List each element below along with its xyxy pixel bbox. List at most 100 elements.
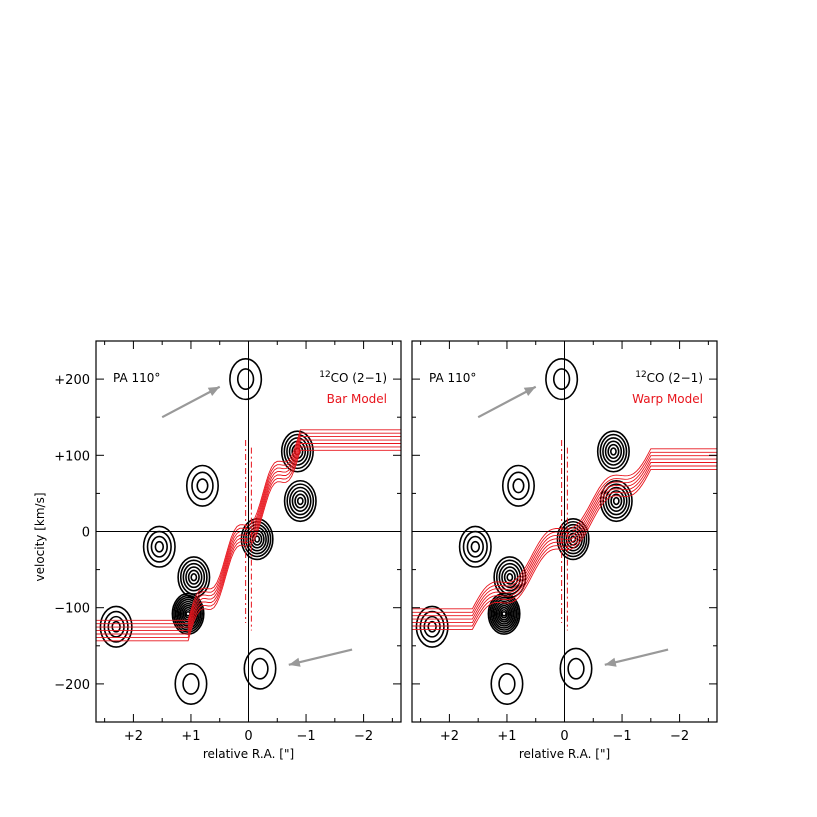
x-tick-label: −1	[296, 729, 315, 744]
contour-level	[610, 493, 623, 509]
contour-group	[243, 647, 277, 690]
y-tick-label: −100	[54, 602, 90, 617]
x-tick-label: −2	[670, 729, 689, 744]
contour-level	[545, 358, 579, 401]
y-tick-label: +200	[54, 373, 90, 388]
arrow-head	[288, 657, 301, 667]
arrow-head	[604, 657, 617, 667]
contour-level	[552, 368, 571, 391]
contour-level	[154, 540, 165, 553]
contour-level	[187, 569, 200, 585]
x-tick-label: −1	[612, 729, 631, 744]
contour-level	[236, 368, 255, 391]
contour-group	[174, 662, 208, 705]
contour-level	[599, 479, 633, 523]
contour-level	[605, 486, 628, 516]
contour-level	[602, 437, 625, 466]
contour-level	[185, 566, 203, 589]
contour-level	[498, 672, 516, 695]
x-tick-label: 0	[560, 729, 568, 744]
contour-level	[506, 573, 514, 582]
contour-group	[415, 605, 449, 648]
contour-group	[599, 479, 633, 523]
contour-level	[487, 592, 521, 635]
x-tick-label: +2	[440, 729, 459, 744]
contour-level	[466, 535, 484, 558]
contour-level	[490, 662, 524, 705]
contour-level	[503, 569, 516, 585]
contour-level	[150, 535, 168, 558]
contour-group	[283, 479, 317, 523]
contour-level	[612, 496, 620, 506]
contour-group	[490, 662, 524, 705]
contour-level	[251, 657, 269, 680]
y-axis-label: velocity [km/s]	[33, 492, 47, 581]
contour-level	[179, 559, 208, 595]
y-tick-label: +100	[54, 449, 90, 464]
contour-group	[559, 647, 593, 690]
contour-level	[177, 556, 211, 599]
model-label: Warp Model	[632, 392, 703, 406]
x-tick-label: 0	[244, 729, 252, 744]
panel-warp-model: +2 +1 0 −1 −2 PA 110° 12CO (2−1) Warp Model rela…	[411, 340, 718, 761]
contour-group	[229, 358, 263, 401]
contour-group	[545, 358, 579, 401]
contour-level	[286, 437, 309, 466]
contour-level	[501, 464, 535, 507]
contour-level	[243, 647, 277, 690]
pa-label: PA 110°	[429, 371, 476, 385]
contour-group	[596, 430, 630, 473]
line-label: 12CO (2−1)	[319, 370, 387, 385]
contour-level	[495, 602, 513, 625]
contour-level	[190, 573, 198, 582]
contour-level	[567, 657, 585, 680]
contour-group	[458, 525, 492, 568]
contour-level	[191, 471, 214, 501]
contour-group	[142, 525, 176, 568]
contour-level	[419, 610, 445, 643]
contour-level	[607, 490, 625, 512]
contour-level	[500, 608, 509, 619]
contour-level	[196, 478, 209, 494]
contour-level	[496, 604, 512, 623]
contour-level	[415, 605, 449, 648]
contour-level	[599, 433, 628, 470]
arrow-head	[523, 386, 536, 397]
contour-level	[507, 471, 530, 501]
y-tick-label: −200	[54, 678, 90, 693]
contour-level	[142, 525, 176, 568]
contour-level	[286, 483, 315, 519]
y-tick-label: 0	[82, 526, 90, 541]
x-tick-label: +2	[124, 729, 143, 744]
contour-level	[596, 430, 630, 473]
x-tick-label: −2	[354, 729, 373, 744]
contour-level	[423, 615, 441, 638]
contour-level	[490, 596, 518, 631]
line-label: 12CO (2−1)	[635, 370, 703, 385]
contour-level	[176, 598, 200, 629]
contour-level	[493, 600, 515, 627]
contour-group	[487, 592, 521, 635]
contour-level	[501, 610, 507, 617]
arrow-head	[207, 386, 220, 397]
contour-group	[171, 592, 205, 635]
contour-level	[289, 486, 312, 516]
contour-level	[251, 532, 263, 546]
plot-area	[96, 341, 401, 722]
plot-area	[412, 341, 717, 722]
contour-group	[177, 556, 211, 599]
contour-group	[501, 464, 535, 507]
contour-level	[294, 493, 307, 509]
contour-level	[607, 443, 620, 460]
x-axis-label: relative R.A. ["]	[203, 747, 294, 761]
contour-level	[604, 440, 623, 463]
contour-level	[498, 562, 522, 592]
contour-level	[602, 483, 631, 519]
contour-level	[182, 562, 206, 592]
contour-level	[512, 478, 525, 494]
contour-level	[185, 464, 219, 507]
x-axis-label: relative R.A. ["]	[519, 747, 610, 761]
x-tick-label: +1	[497, 729, 516, 744]
